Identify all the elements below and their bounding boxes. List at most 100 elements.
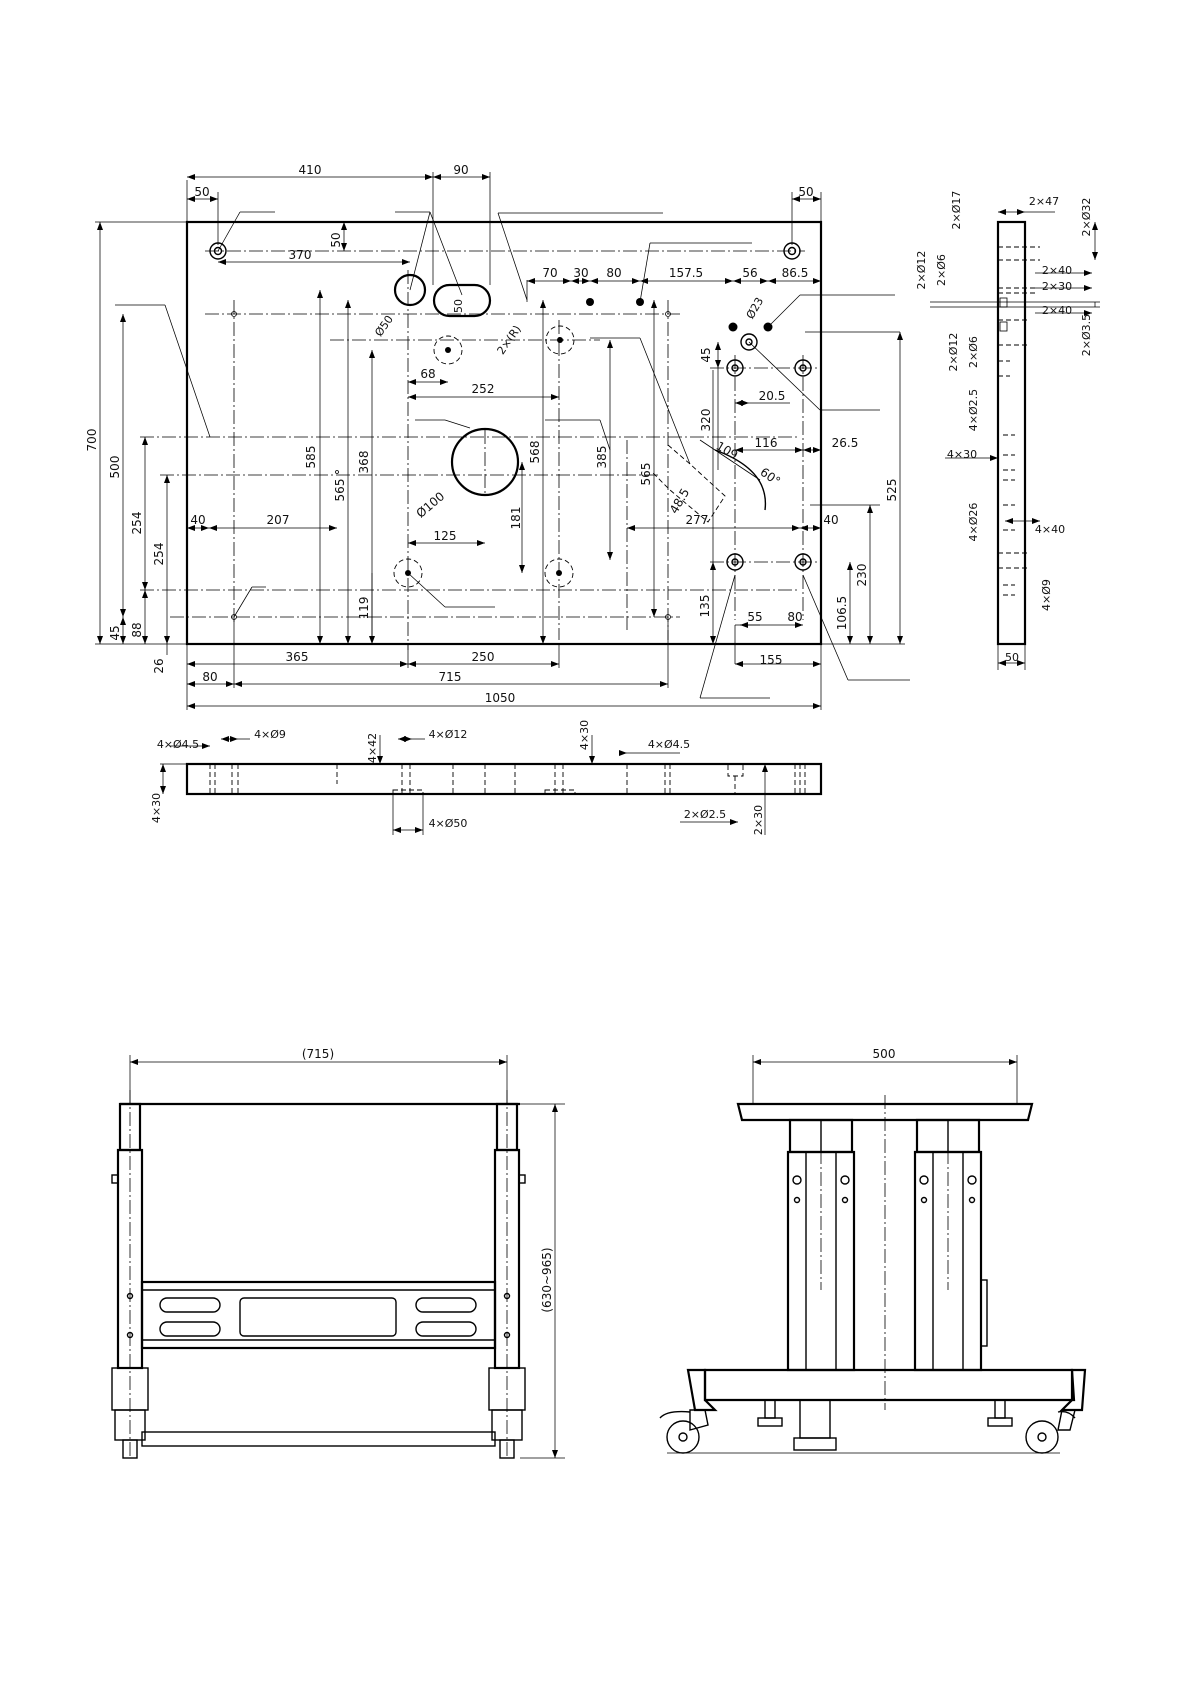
dim-30: 30	[573, 266, 588, 280]
dim-525: 525	[885, 479, 899, 502]
dim-252: 252	[472, 382, 495, 396]
side-2x30: 2×30	[1042, 280, 1072, 293]
stand-front-right-leg	[488, 1090, 526, 1459]
side-4x30: 4×30	[947, 448, 977, 461]
side-view-features	[930, 246, 1100, 596]
side-2x40-a: 2×40	[1042, 264, 1072, 277]
dim-50-vert: 50	[329, 232, 343, 247]
stand-front-width: (715)	[302, 1047, 334, 1061]
dim-250: 250	[472, 650, 495, 664]
side-2x47: 2×47	[1029, 195, 1059, 208]
side-2x6-mid: 2×Ø6	[967, 336, 980, 368]
dim-50-left: 50	[194, 185, 209, 199]
stand-front-height: (630~965)	[540, 1247, 554, 1312]
side-view-texts: 2×Ø17 2×47 2×Ø32 2×Ø12 2×Ø6 2×40 2×30 2×…	[915, 191, 1093, 664]
side-4x2-5: 4×Ø2.5	[967, 389, 980, 431]
stand-side-view: 500	[659, 1047, 1087, 1454]
dim-86-5: 86.5	[782, 266, 809, 280]
hole-phi50	[393, 273, 427, 307]
strip-4x4-5-right: 4×Ø4.5	[648, 738, 690, 751]
side-2x12-mid: 2×Ø12	[947, 333, 960, 372]
dim-80-right: 80	[787, 610, 802, 624]
front-strip-view: 4×Ø4.5 4×Ø9 4×42 4×Ø12 4×30 4×Ø4.5 4×30 …	[150, 720, 823, 835]
dim-254-a: 254	[130, 512, 144, 535]
strip-2x30: 2×30	[752, 805, 765, 835]
side-2x3-5: 2×Ø3.5	[1080, 314, 1093, 356]
dimension-lines	[95, 172, 905, 710]
dim-70: 70	[542, 266, 557, 280]
dim-1050: 1050	[485, 691, 516, 705]
tabletop-outline	[185, 220, 823, 646]
dim-320: 320	[699, 409, 713, 432]
slot-hole	[432, 283, 492, 318]
front-strip-features	[209, 763, 806, 795]
dim-277: 277	[686, 513, 709, 527]
dim-26-5: 26.5	[832, 436, 859, 450]
stand-side-casters	[659, 1409, 1076, 1454]
dim-370: 370	[289, 248, 312, 262]
strip-4x42: 4×42	[366, 733, 379, 763]
dim-715: 715	[439, 670, 462, 684]
dim-45-right: 45	[699, 347, 713, 362]
front-strip-outline	[185, 762, 823, 796]
stand-side-base	[686, 1368, 1087, 1451]
dim-56: 56	[742, 266, 757, 280]
stand-side-width: 500	[873, 1047, 896, 1061]
stand-front-left-leg	[111, 1090, 149, 1459]
dim-20-5: 20.5	[759, 389, 786, 403]
angled-cutout	[651, 439, 767, 523]
dim-230: 230	[855, 564, 869, 587]
dim-80-top: 80	[606, 266, 621, 280]
label-phi23: Ø23	[744, 295, 767, 321]
dim-410: 410	[299, 163, 322, 177]
strip-4x4-5-left: 4×Ø4.5	[157, 738, 199, 751]
stand-front-view: (715) (630~965)	[111, 1047, 565, 1459]
dim-88: 88	[130, 622, 144, 637]
stand-side-columns	[786, 1095, 988, 1410]
dim-565-right: 565	[639, 463, 653, 486]
dim-207: 207	[267, 513, 290, 527]
side-2x6-top: 2×Ø6	[935, 254, 948, 286]
label-phi50: Ø50	[372, 313, 396, 339]
dim-40-right: 40	[823, 513, 838, 527]
strip-4x12: 4×Ø12	[429, 728, 468, 741]
dim-155: 155	[760, 653, 783, 667]
dim-80-bottom: 80	[202, 670, 217, 684]
side-2x32: 2×Ø32	[1080, 198, 1093, 237]
dim-68: 68	[420, 367, 435, 381]
strip-4x9: 4×Ø9	[254, 728, 286, 741]
top-view-dimension-texts: 410 90 50 50 50 370 70 30 80 157.5 56 86…	[85, 163, 899, 705]
dim-565-left: 565	[333, 479, 347, 502]
dim-116: 116	[755, 436, 778, 450]
stand-side-dims: 500	[752, 1047, 1018, 1104]
dim-109: 109	[714, 439, 741, 463]
stand-front-crossbar	[140, 1280, 497, 1447]
dim-254-b: 254	[152, 543, 166, 566]
dim-55: 55	[747, 610, 762, 624]
front-strip-dims	[160, 735, 768, 835]
dim-500: 500	[108, 456, 122, 479]
dim-368: 368	[357, 451, 371, 474]
side-2x17: 2×Ø17	[950, 191, 963, 230]
dim-385: 385	[595, 446, 609, 469]
stand-side-tabletop	[736, 1102, 1034, 1122]
dim-135: 135	[698, 595, 712, 618]
dim-106-5: 106.5	[835, 596, 849, 630]
side-4x9: 4×Ø9	[1040, 579, 1053, 611]
strip-4x30-top: 4×30	[578, 720, 591, 750]
dim-90: 90	[453, 163, 468, 177]
caster-left	[666, 1420, 700, 1454]
dim-157-5: 157.5	[669, 266, 703, 280]
dim-26: 26	[152, 658, 166, 673]
side-2x12-top: 2×Ø12	[915, 251, 928, 290]
dim-45-left: 45	[108, 625, 122, 640]
dim-181: 181	[509, 507, 523, 530]
label-phi100: Ø100	[414, 489, 448, 521]
dim-585: 585	[304, 446, 318, 469]
label-slot-50: 50	[452, 299, 465, 313]
caster-right	[1025, 1420, 1059, 1454]
dim-height-700: 700	[85, 429, 99, 452]
dim-365: 365	[286, 650, 309, 664]
strip-4x50: 4×Ø50	[429, 817, 468, 830]
